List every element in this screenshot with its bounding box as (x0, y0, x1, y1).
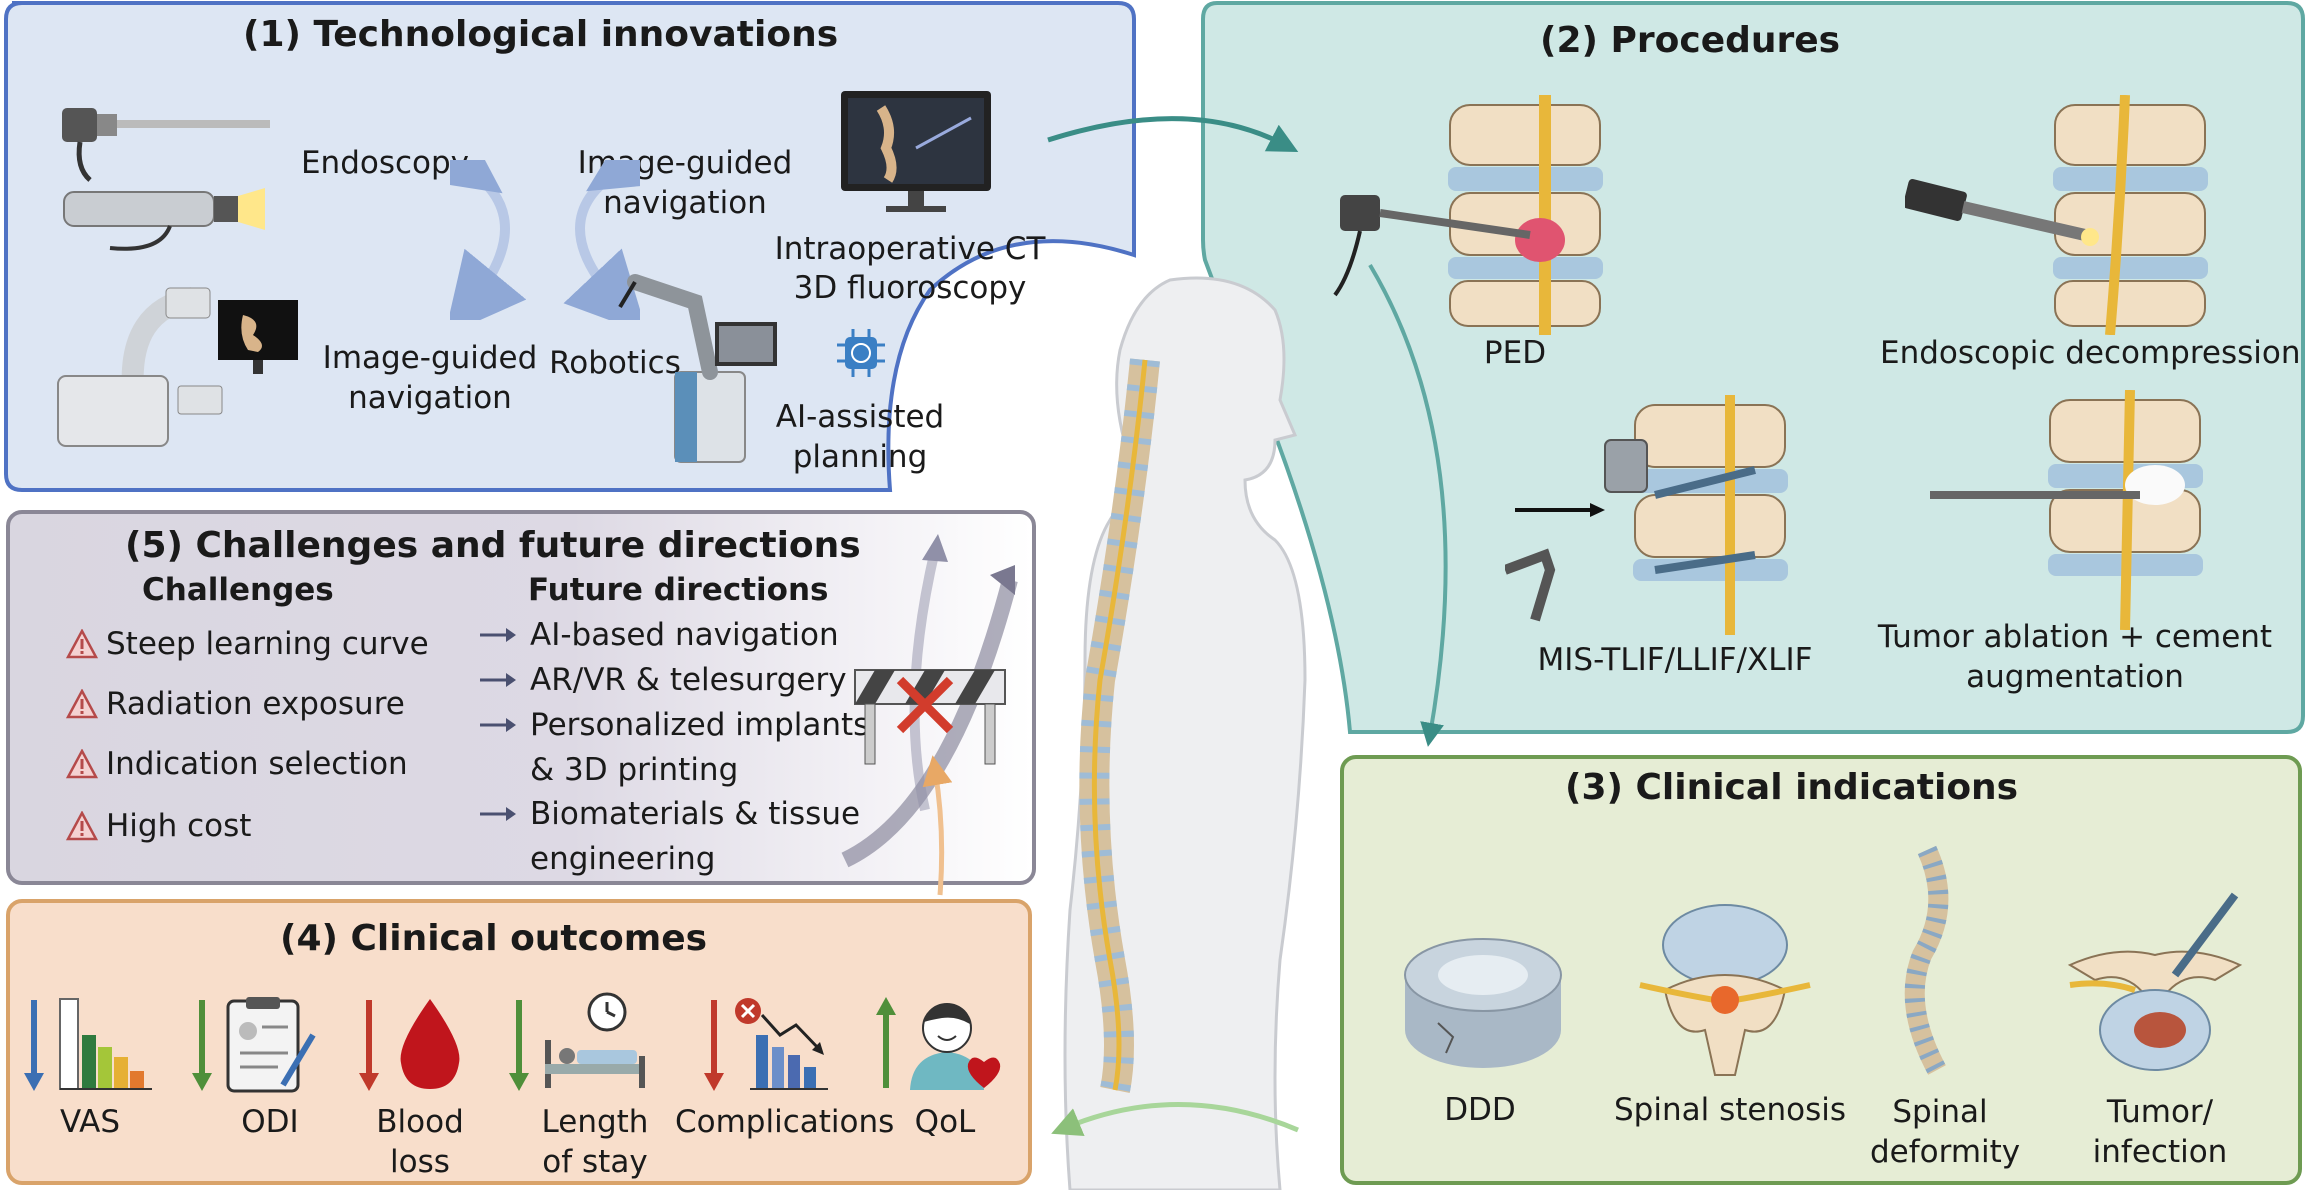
indications-panel-title: (3) Clinical indications (1565, 767, 2019, 808)
challenge-text: Indication selection (106, 746, 408, 782)
ped-label: PED (1483, 335, 1547, 371)
future-text: Personalized implants (530, 707, 870, 743)
nav-bottom-label-line2: navigation (348, 380, 512, 416)
stenosis-label: Spinal stenosis (1614, 1092, 1846, 1128)
odi-clipboard-icon (192, 997, 316, 1093)
challenge-item: Radiation exposure (66, 686, 405, 722)
ai-chip-icon (837, 329, 885, 377)
future-item: Biomaterials & tissue (478, 796, 860, 832)
blood-loss-label-line1: Blood (376, 1104, 464, 1140)
tumor-infection-label-line2: infection (2092, 1134, 2228, 1170)
vas-label: VAS (59, 1104, 121, 1140)
future-item-continuation: engineering (530, 841, 716, 877)
future-text: engineering (530, 841, 716, 877)
spinal-deformity-icon (1904, 845, 1949, 1075)
complications-chart-icon (704, 998, 828, 1091)
future-text: AR/VR & telesurgery (530, 662, 847, 698)
ct-label-line1: Intraoperative CT (774, 231, 1046, 267)
future-header: Future directions (528, 572, 829, 608)
deformity-label-line2: deformity (1870, 1134, 2021, 1170)
qol-label: QoL (914, 1104, 976, 1140)
outcomes-panel-title: (4) Clinical outcomes (280, 918, 708, 959)
challenge-item: Steep learning curve (66, 626, 429, 662)
ct-label-line2: 3D fluoroscopy (793, 270, 1027, 306)
ddd-label: DDD (1444, 1092, 1516, 1128)
mis-fusion-illustration (1505, 395, 1788, 635)
arrow-right-icon (480, 718, 516, 732)
arrow-right-icon (480, 673, 516, 687)
future-item: AI-based navigation (478, 617, 839, 653)
monitor-icon (841, 91, 991, 212)
warning-icon (66, 689, 98, 719)
tumor-ablation-illustration (1930, 390, 2203, 630)
robotics-label: Robotics (549, 345, 681, 381)
challenge-item: Indication selection (66, 746, 408, 782)
warning-icon (66, 629, 98, 659)
c-arm-icon (57, 287, 298, 447)
ai-label-line2: planning (792, 439, 928, 475)
warning-icon (66, 811, 98, 841)
arrow-right-icon (480, 807, 516, 821)
future-item: AR/VR & telesurgery (478, 662, 847, 698)
length-of-stay-label-line2: of stay (542, 1144, 648, 1180)
nav-bottom-label-line1: Image-guided (322, 340, 538, 376)
arrow-right-icon (480, 628, 516, 642)
tumor-ablation-label-line2: augmentation (1966, 659, 2184, 695)
future-text: AI-based navigation (530, 617, 839, 653)
deformity-label-line1: Spinal (1892, 1094, 1988, 1130)
challenge-text: Steep learning curve (106, 626, 429, 662)
qol-person-heart-icon (876, 997, 1001, 1090)
spinal-stenosis-icon (1639, 904, 1811, 1076)
mis-label: MIS-TLIF/LLIF/XLIF (1537, 642, 1813, 678)
tumor-infection-icon (2067, 892, 2243, 1071)
odi-label: ODI (241, 1104, 299, 1140)
procedures-panel-title: (2) Procedures (1540, 20, 1841, 61)
barrier-icon (841, 534, 1018, 868)
cycle-arrows-icon (450, 160, 640, 320)
endoscopic-decompression-illustration (1905, 95, 2208, 335)
warning-icon (66, 749, 98, 779)
ddd-disc-icon (1404, 938, 1562, 1068)
future-text: & 3D printing (530, 752, 739, 788)
tumor-infection-label-line1: Tumor/ (2106, 1094, 2214, 1130)
vas-scale-icon (24, 998, 152, 1091)
tumor-ablation-label-line1: Tumor ablation + cement (1877, 619, 2273, 655)
endoscope-icon (62, 108, 270, 251)
challenge-text: Radiation exposure (106, 686, 405, 722)
blood-drop-icon (359, 999, 460, 1091)
ai-label-line1: AI-assisted (775, 399, 945, 435)
endoscopy-label: Endoscopy (300, 145, 470, 181)
complications-label: Complications (675, 1104, 895, 1140)
future-item-continuation: & 3D printing (530, 752, 738, 788)
ped-illustration (1333, 95, 1603, 335)
challenge-text: High cost (106, 808, 252, 844)
length-of-stay-label-line1: Length (541, 1104, 649, 1140)
blood-loss-label-line2: loss (390, 1144, 450, 1180)
endoscopic-decompression-label: Endoscopic decompression (1880, 335, 2301, 371)
challenges-panel-title: (5) Challenges and future directions (125, 525, 861, 566)
challenge-item: High cost (66, 808, 251, 844)
tech-panel-title: (1) Technological innovations (243, 14, 839, 55)
human-spine-illustration (1063, 276, 1307, 1190)
challenges-header: Challenges (142, 572, 334, 608)
robot-arm-icon (618, 274, 777, 463)
hospital-bed-icon (509, 992, 645, 1091)
future-item: Personalized implants (478, 707, 869, 743)
future-text: Biomaterials & tissue (530, 796, 861, 832)
